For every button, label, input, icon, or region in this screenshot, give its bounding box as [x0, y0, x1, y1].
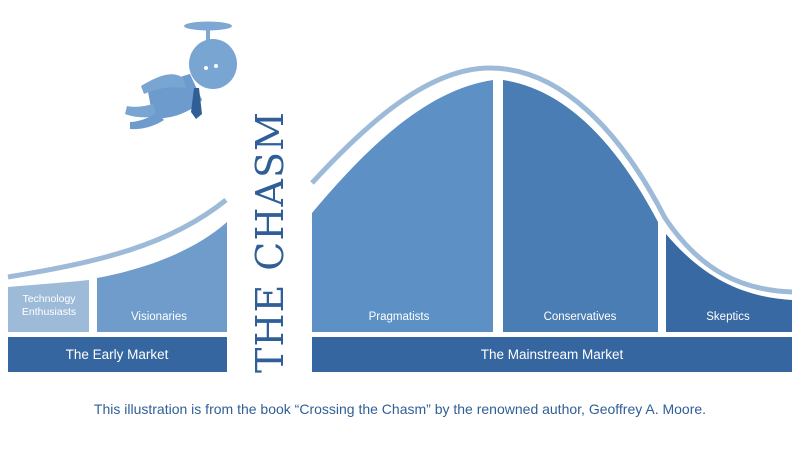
label-early-market: The Early Market [66, 347, 169, 362]
segment-technology-enthusiasts [8, 280, 89, 332]
label-mainstream-market: The Mainstream Market [481, 347, 624, 362]
segment-visionaries [97, 222, 227, 332]
early-curve-outline [7, 198, 228, 280]
label-pragmatists: Pragmatists [369, 311, 430, 323]
band-mainstream-market [312, 337, 792, 372]
band-early-market [8, 337, 227, 372]
label-skeptics: Skeptics [706, 311, 750, 323]
segment-pragmatists [312, 80, 493, 332]
mainstream-curve-outline [310, 65, 793, 295]
label-conservatives: Conservatives [544, 311, 617, 323]
adoption-curve-diagram: Technology Enthusiasts Visionaries Pragm… [7, 21, 793, 373]
segment-conservatives [503, 80, 658, 332]
falling-businessman-illustration [125, 21, 237, 130]
segment-skeptics [666, 234, 792, 332]
label-technology-enthusiasts-line1: Technology [22, 293, 76, 305]
caption: This illustration is from the book “Cros… [93, 401, 707, 417]
label-technology-enthusiasts-line2: Enthusiasts [22, 306, 76, 318]
label-visionaries: Visionaries [131, 311, 187, 323]
chasm-title: THE CHASM [248, 111, 292, 373]
